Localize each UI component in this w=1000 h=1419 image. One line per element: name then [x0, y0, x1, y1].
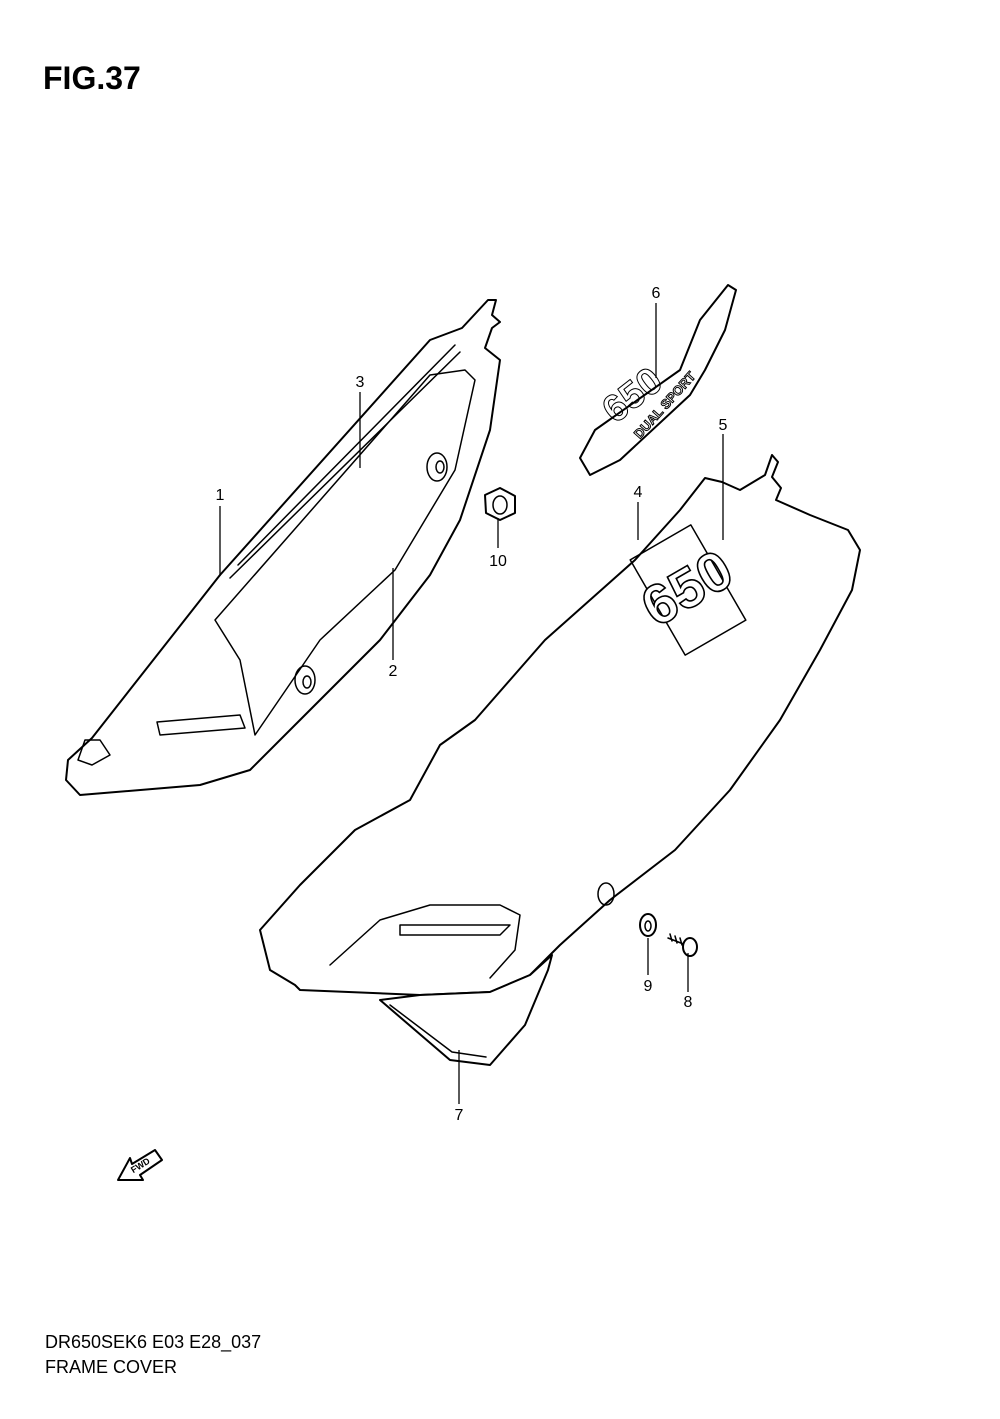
ref-5: 5 — [719, 417, 728, 434]
diagram-code: DR650SEK6 E03 E28_037 — [45, 1332, 262, 1352]
reference-numbers: 1 2 3 4 5 6 7 8 9 10 — [216, 285, 728, 1124]
ref-10: 10 — [489, 553, 507, 570]
ref-4: 4 — [634, 484, 643, 501]
ref-6: 6 — [652, 285, 661, 302]
ref-1: 1 — [216, 487, 225, 504]
ref-9: 9 — [644, 978, 653, 995]
right-frame-cover[interactable]: 650 — [259, 454, 861, 996]
forward-arrow-icon: FWD — [117, 1149, 163, 1181]
decal-650-dual-sport[interactable]: 650 DUAL SPORT — [579, 284, 737, 476]
ref-7: 7 — [455, 1107, 464, 1124]
grommet-9[interactable] — [639, 913, 657, 937]
screw-8[interactable] — [667, 933, 698, 957]
ref-2: 2 — [389, 663, 398, 680]
ref-3: 3 — [356, 374, 365, 391]
diagram-caption: FRAME COVER — [45, 1357, 178, 1377]
left-frame-cover[interactable] — [65, 299, 501, 796]
leader-lines — [219, 303, 724, 1104]
ref-8: 8 — [684, 994, 693, 1011]
grommet-10[interactable] — [484, 487, 516, 521]
lower-cover-piece[interactable] — [379, 954, 553, 1066]
figure-title: FIG.37 — [43, 60, 141, 96]
